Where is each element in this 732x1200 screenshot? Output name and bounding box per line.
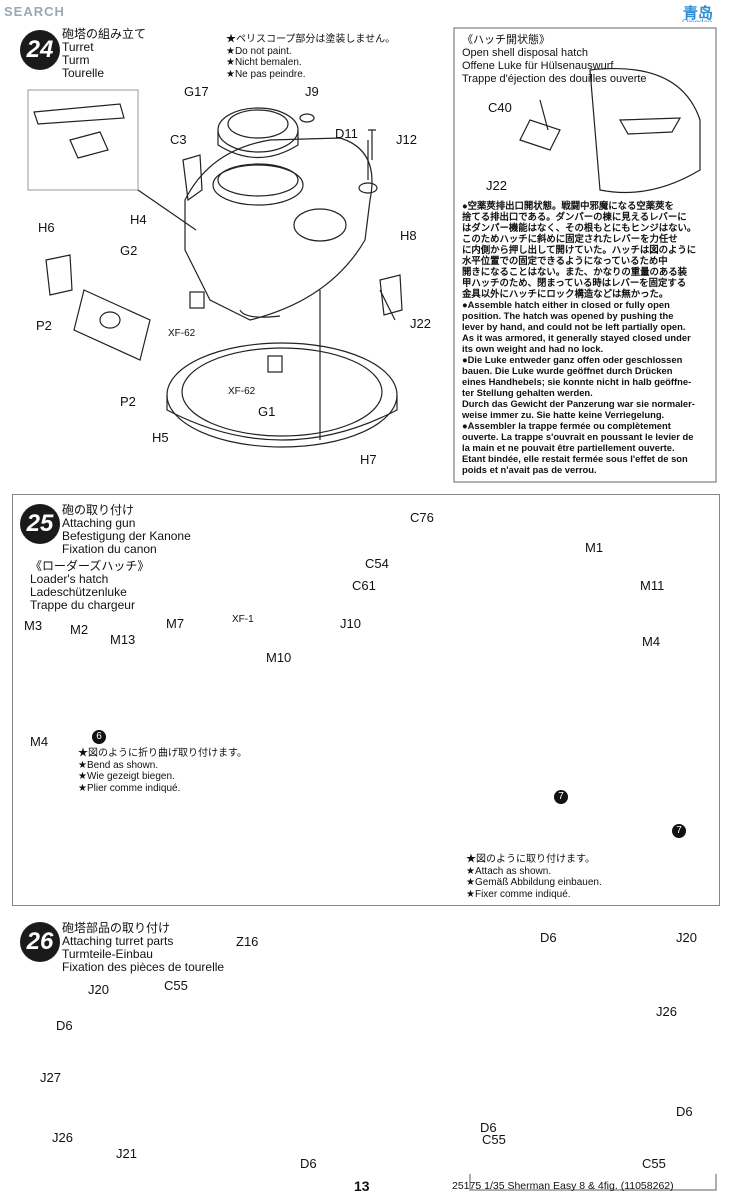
step-26-title: 砲塔部品の取り付け Attaching turret parts Turmtei…	[62, 922, 224, 974]
step-26-badge: 26	[20, 922, 60, 962]
step-25-badge: 25	[20, 504, 60, 544]
inset-part-J22: J22	[486, 178, 507, 193]
hatch-title-fr: Trappe du chargeur	[30, 598, 135, 612]
part-H8: H8	[400, 228, 417, 243]
title-de: Turm	[62, 53, 90, 67]
step-24-title: 砲塔の組み立て Turret Turm Tourelle	[62, 28, 146, 80]
part-J21: J21	[116, 1146, 137, 1161]
part-J9: J9	[305, 84, 319, 99]
kit-info: 25175 1/35 Sherman Easy 8 & 4fig. (11058…	[452, 1180, 674, 1192]
watermark-logo: 青岛	[683, 5, 714, 22]
part-H6: H6	[38, 220, 55, 235]
part-P2-a: P2	[36, 318, 52, 333]
note-jp: ★ペリスコープ部分は塗装しません。	[226, 34, 396, 45]
hatch-title-en: Loader's hatch	[30, 572, 109, 586]
inset-title-fr: Trappe d'éjection des douilles ouverte	[462, 73, 647, 85]
inset-explanation: ●空薬莢排出口開状態。戦闘中邪魔になる空薬莢を捨てる排出口である。ダンパーの棟に…	[462, 200, 697, 475]
part-D6-b: D6	[300, 1156, 317, 1171]
part-M1: M1	[585, 540, 604, 555]
part-G1: G1	[258, 404, 276, 419]
inset-part-D6-b: D6	[480, 1120, 497, 1135]
title-jp: 砲塔の組み立て	[62, 27, 147, 41]
part-P2-b: P2	[120, 394, 136, 409]
title-jp: 砲塔部品の取り付け	[62, 921, 171, 935]
part-C61: C61	[352, 578, 376, 593]
part-C76: C76	[410, 510, 434, 525]
watermark: SEARCH	[4, 4, 65, 19]
part-J22: J22	[410, 316, 431, 331]
glue-7-icon: 7	[554, 790, 568, 804]
inset-title-jp: 《ハッチ開状態》	[462, 34, 550, 46]
title-fr: Fixation du canon	[62, 542, 157, 556]
title-de: Turmteile-Einbau	[62, 947, 153, 961]
loader-hatch-title: 《ローダーズハッチ》 Loader's hatch Ladeschützenlu…	[30, 560, 149, 612]
part-G17: G17	[184, 84, 209, 99]
inset-part-M4: M4	[642, 634, 661, 649]
inset-part-J20: J20	[676, 930, 697, 945]
inset-part-D6-a: D6	[540, 930, 557, 945]
title-de: Befestigung der Kanone	[62, 529, 191, 543]
step-25-panel	[12, 494, 720, 906]
part-J12: J12	[396, 132, 417, 147]
inset-part-D6-c: D6	[676, 1104, 693, 1119]
part-M4-a: M4	[30, 734, 49, 749]
inset-part-C55-a: C55	[482, 1132, 506, 1147]
part-D6-a: D6	[56, 1018, 73, 1033]
title-en: Attaching turret parts	[62, 934, 174, 948]
title-fr: Fixation des pièces de tourelle	[62, 960, 225, 974]
part-C54: C54	[365, 556, 389, 571]
part-M2: M2	[70, 622, 89, 637]
step-24-badge: 24	[20, 30, 60, 70]
xf62-b: XF-62	[228, 386, 256, 397]
inset-part-C55-b: C55	[642, 1156, 666, 1171]
part-H7: H7	[360, 452, 377, 467]
page-number: 13	[354, 1178, 370, 1194]
inset-title-de: Offene Luke für Hülsenauswurf	[462, 60, 614, 72]
glue-7b-icon: 7	[672, 824, 686, 838]
inset-title: 《ハッチ開状態》 Open shell disposal hatch Offen…	[462, 34, 647, 86]
step-26-panel	[12, 912, 718, 1174]
bend-note: ★図のように折り曲げ取り付けます。★Bend as shown. ★Wie ge…	[78, 748, 247, 794]
part-H5: H5	[152, 430, 169, 445]
part-C55: C55	[164, 978, 188, 993]
part-J10: J10	[340, 616, 361, 631]
part-C3: C3	[170, 132, 187, 147]
part-G2: G2	[120, 243, 138, 258]
title-en: Turret	[62, 40, 94, 54]
part-J20: J20	[88, 982, 109, 997]
part-M11: M11	[640, 578, 665, 593]
inset-part-J26: J26	[656, 1004, 677, 1019]
title-fr: Tourelle	[62, 66, 105, 80]
part-M7: M7	[166, 616, 185, 631]
part-Z16: Z16	[236, 934, 259, 949]
title-jp: 砲の取り付け	[62, 503, 135, 517]
hatch-title-de: Ladeschützenluke	[30, 585, 127, 599]
part-H4: H4	[130, 212, 147, 227]
inset-part-C40: C40	[488, 100, 512, 115]
xf1: XF-1	[232, 614, 254, 625]
inset-title-en: Open shell disposal hatch	[462, 47, 588, 59]
note-en: ★Do not paint.	[226, 45, 292, 57]
hatch-title-jp: 《ローダーズハッチ》	[30, 559, 150, 573]
glue-6-icon: 6	[92, 730, 106, 744]
step-25-title: 砲の取り付け Attaching gun Befestigung der Kan…	[62, 504, 191, 556]
title-en: Attaching gun	[62, 516, 136, 530]
attach-note: ★図のように取り付けます。★Attach as shown. ★Gemäß Ab…	[466, 854, 602, 900]
note-fr: ★Ne pas peindre.	[226, 68, 306, 80]
part-M10: M10	[266, 650, 292, 665]
part-D11: D11	[335, 126, 358, 141]
part-M13: M13	[110, 632, 136, 647]
part-J26: J26	[52, 1130, 73, 1145]
part-M3: M3	[24, 618, 43, 633]
step-24-panel	[12, 22, 720, 486]
note-de: ★Nicht bemalen.	[226, 57, 302, 68]
paint-note: ★ペリスコープ部分は塗装しません。 ★Do not paint. ★Nicht …	[226, 34, 395, 80]
xf62-a: XF-62	[168, 328, 196, 339]
part-J27: J27	[40, 1070, 61, 1085]
